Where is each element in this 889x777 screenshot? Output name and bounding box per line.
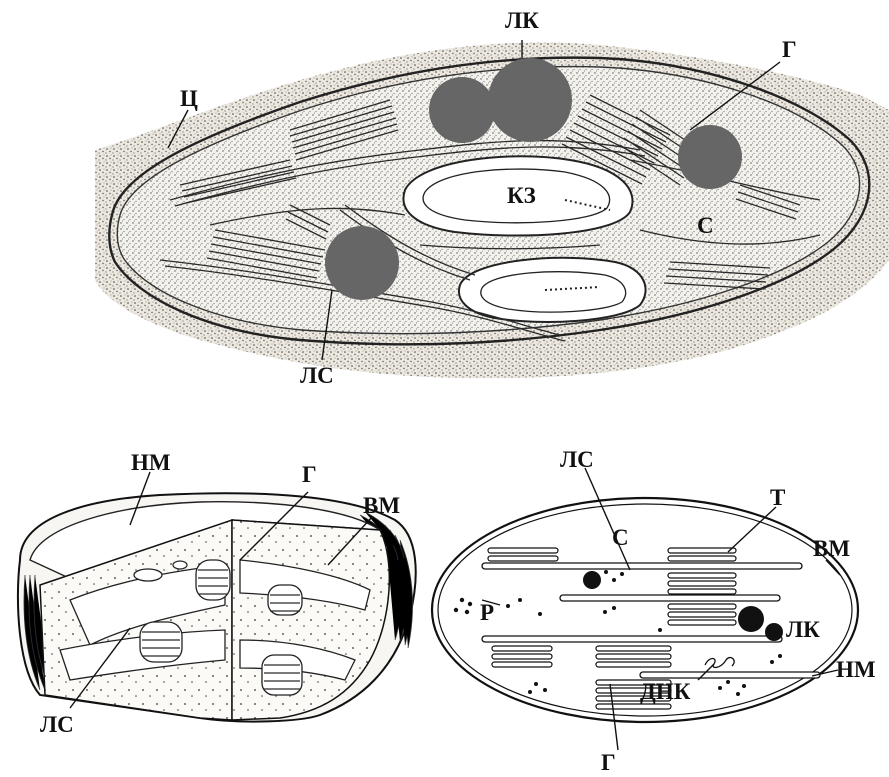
plastoglobule: [429, 77, 495, 143]
small-disc: [134, 569, 162, 581]
label-s-top: С: [697, 213, 714, 238]
label-g-left: Г: [302, 462, 317, 487]
label-vm-left: ВМ: [363, 493, 400, 518]
plastoglobule-small: [583, 571, 601, 589]
label-g-top: Г: [782, 37, 797, 62]
label-ls-left: ЛС: [40, 712, 74, 737]
label-nm-left: НМ: [131, 450, 171, 475]
plastoglobule-large: [738, 606, 764, 632]
label-nm-right: НМ: [836, 657, 876, 682]
label-ls-right: ЛС: [560, 447, 594, 472]
top-chloroplast: ЛК Г Ц КЗ С ЛС: [95, 8, 889, 388]
plastoglobule: [678, 125, 742, 189]
plastoglobule: [325, 226, 399, 300]
label-r: Р: [480, 600, 494, 625]
cut-right: [232, 520, 389, 720]
label-s-right: С: [612, 525, 629, 550]
label-vm-right: ВМ: [813, 536, 850, 561]
bottom-right-schematic: ЛС Т С ВМ Р ЛК НМ ДНК Г: [432, 447, 876, 775]
label-t: Т: [770, 485, 785, 510]
plastoglobule: [488, 58, 572, 142]
bottom-left-cutaway: НМ Г ВМ ЛС: [18, 450, 416, 737]
label-lk-right: ЛК: [786, 617, 820, 642]
plastoglobule-medium: [765, 623, 783, 641]
label-dnk: ДНК: [640, 679, 691, 704]
label-kz: КЗ: [507, 183, 536, 208]
label-g-right: Г: [601, 750, 616, 775]
small-disc-2: [173, 561, 187, 569]
label-ts: Ц: [180, 86, 198, 111]
label-lk-top: ЛК: [505, 8, 539, 33]
label-ls-top: ЛС: [300, 363, 334, 388]
